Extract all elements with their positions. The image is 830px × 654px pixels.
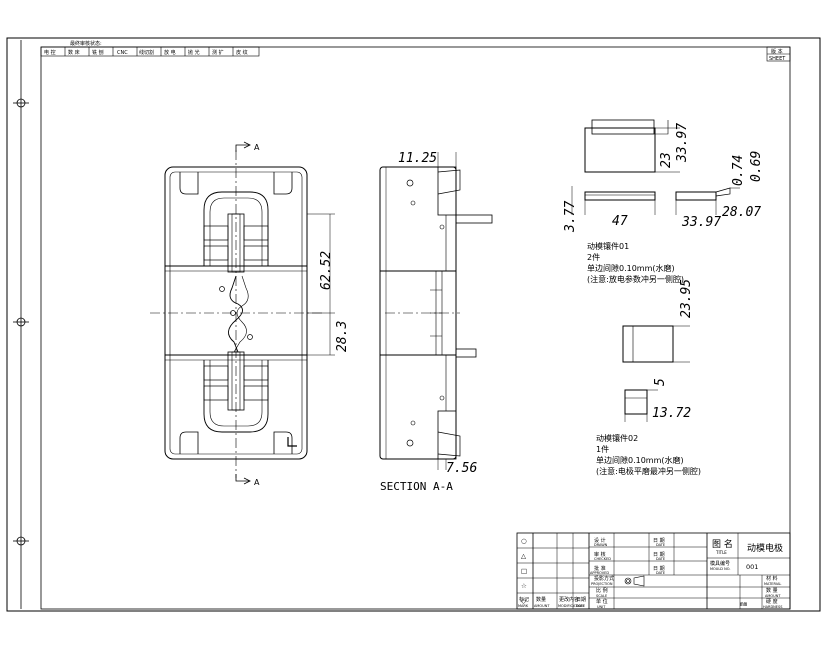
material-label: 材 料 [766,575,778,582]
note-line: 单边间隙0.10mm(水磨) [596,455,684,465]
date-label: 日 期 [653,538,665,544]
row-label: 设 计 [594,537,606,544]
title-label: 图 名 [712,538,733,550]
rev-header: 更改内容 [559,596,579,603]
rev-mark: ◇ [521,597,526,605]
title-block-text: ○ △ □ ☆ ◇ 标记 数量 更改内容 日期 MARK AMOUNT MODI… [518,537,783,609]
dim-0-69: 0.69 [749,151,764,182]
rev-mark: □ [521,567,527,575]
version-label: 版 本 [771,48,783,55]
row-label-en: DRAWN [594,543,608,547]
amount-label: 数 量 [766,587,778,594]
row-label: 审 核 [594,551,606,558]
header-cell: 铣 刨 [92,49,104,56]
row-label-en: APPROVED [590,571,609,575]
dim-33-97-top: 33.97 [675,123,690,163]
dim-23: 23 [659,152,674,168]
note-line: (注意:电极平磨最冲另一侧腔) [596,466,701,476]
rev-header-en: DATE [576,604,585,608]
mold-no-label: 模具编号 [710,560,730,567]
section-caption: SECTION A-A [380,480,453,493]
header-cell: 皮 纹 [236,49,248,56]
dim-7-56: 7.56 [446,461,477,476]
dim-11-25: 11.25 [398,151,437,166]
header-cell: 数 床 [68,49,80,56]
note-line: 动模镶件02 [596,433,638,443]
header-cell: 测 扩 [212,49,224,56]
header-caption: 最终审核状态: [70,40,102,47]
section-mark-top: A [254,143,260,152]
note-line: (注意:放电参数冲另一侧腔) [587,274,684,284]
date-label-en: DATE [656,543,665,547]
note-line: 单边间隙0.10mm(水磨) [587,263,675,273]
title-label-en: TITLE [715,550,727,555]
header-cell: 电 控 [44,49,56,56]
dim-62-52: 62.52 [319,251,334,290]
rev-mark: ☆ [521,582,527,590]
note-insert-01: 动模镶件01 2件 单边间隙0.10mm(水磨) (注意:放电参数冲另一侧腔) [587,241,684,284]
mold-no-en: MOULD NO. [710,567,730,571]
front-view [150,141,335,485]
row-label: 批 准 [594,565,606,572]
note-line: 1件 [596,444,609,454]
section-mark-bottom: A [254,478,260,487]
scale-label: 比 例 [596,587,608,594]
projection-en: PROJECTION [591,582,613,586]
unit-en: UNIT [597,605,606,609]
date-label: 日 期 [653,552,665,558]
detail-block [622,325,690,363]
date-label-en: DATE [656,557,665,561]
dim-33-97-mid: 33.97 [681,215,721,230]
rev-header: 数量 [536,596,546,603]
rev-header: 标记 [519,596,529,603]
unit-label: 单 位 [596,598,608,605]
material-en: MATERIAL [764,582,781,586]
detail-mid-strips [571,186,740,215]
hardness-label: 硬 度 [766,598,778,605]
note-insert-02: 动模镶件02 1件 单边间隙0.10mm(水磨) (注意:电极平磨最冲另一侧腔) [596,433,701,476]
dim-23-95: 23.95 [679,279,694,318]
outer-border [6,37,821,612]
projection-label: 投影方式 [594,575,614,582]
header-cell: 抛 光 [188,49,200,56]
unit-value: mm [740,601,748,608]
note-line: 2件 [587,252,600,262]
header-row: 最终审核状态: 电 控 数 床 铣 刨 CNC 线切割 放 电 抛 光 测 扩 … [40,40,791,62]
title-value: 动模电极 [747,542,783,554]
detail-top-block [584,119,680,173]
header-cell: 线切割 [139,49,154,56]
rev-header-en: MODIFICATION [558,604,584,608]
rev-mark: △ [521,552,526,560]
rev-mark: ○ [521,537,527,545]
dim-3-77: 3.77 [563,201,578,233]
version-value: SHEET [769,56,786,62]
dim-47: 47 [612,214,628,229]
dim-0-74: 0.74 [731,155,746,186]
date-label-en: DATE [656,571,665,575]
rev-header-en: MARK [518,604,529,608]
hardness-en: HARDNESS [763,605,783,609]
amount-en: AMOUNT [765,594,781,598]
dim-28-07: 28.07 [722,205,761,220]
rev-header-en: AMOUNT [534,604,550,608]
header-cell: CNC [117,50,128,56]
drawing-no: 001 [746,563,758,571]
dim-28-3: 28.3 [335,321,350,352]
date-label: 日 期 [653,566,665,572]
dim-13-72: 13.72 [652,406,691,421]
header-cell: 放 电 [164,49,176,56]
inner-border [40,46,791,610]
row-label-en: CHECKED [594,557,611,561]
note-line: 动模镶件01 [587,241,629,251]
detail-small [624,389,658,422]
rev-header: 日期 [576,597,586,603]
title-block [516,532,791,610]
section-view [379,152,493,470]
registration-marks [13,40,29,609]
scale-en: SCALE [596,594,607,598]
dim-5: 5 [653,378,668,386]
